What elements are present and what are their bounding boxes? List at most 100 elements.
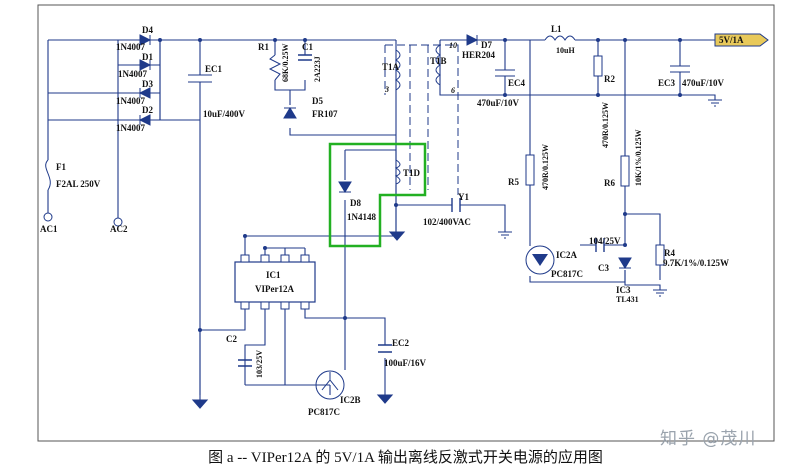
f1-value: F2AL 250V — [56, 179, 101, 189]
r6-resistor — [620, 155, 630, 187]
c3-value: 104/25V — [589, 236, 621, 246]
d2-label: D2 — [142, 105, 153, 115]
d5-label: D5 — [312, 96, 323, 106]
d2-part: 1N4007 — [116, 123, 145, 133]
ac1-label: AC1 — [40, 224, 58, 234]
ic1-fb — [284, 302, 305, 386]
transformer-outline — [384, 44, 459, 195]
r6-value: 10K/1%/0.125W — [634, 129, 643, 186]
aux-winding-highlight — [328, 142, 427, 248]
ic1-source — [200, 302, 246, 331]
ic2a-optocoupler — [525, 245, 555, 275]
snubber-wire — [274, 40, 306, 105]
d3-label: D3 — [142, 79, 153, 89]
ec3-label: EC3 — [658, 78, 676, 88]
f1-fuse — [45, 159, 51, 191]
d8-part: 1N4148 — [347, 212, 376, 222]
ac2-terminal[interactable] — [113, 217, 123, 227]
r1-resistor — [268, 54, 282, 81]
ic2a-part: PC817C — [551, 269, 583, 279]
ic2b-part: PC817C — [308, 407, 340, 417]
gnd-t1d — [388, 231, 406, 241]
d5-diode — [283, 107, 297, 119]
diagram-frame — [37, 4, 775, 442]
d1-part: 1N4007 — [118, 69, 147, 79]
ic1-label: IC1 — [266, 270, 281, 280]
transformer-core — [409, 45, 429, 190]
wires — [37, 4, 775, 442]
t1d-label: T1D — [403, 168, 421, 178]
snubber-to-drain — [289, 128, 396, 136]
y1-cap — [451, 198, 461, 212]
resistor-symbols — [268, 54, 665, 266]
ec3-value: 470uF/10V — [682, 78, 725, 88]
ic2a-led — [532, 254, 548, 266]
ac2-label: AC2 — [110, 224, 128, 234]
t1a-winding — [395, 49, 401, 91]
d4-diode — [139, 34, 152, 46]
r5-label: R5 — [508, 177, 519, 187]
d7-label: D7 — [481, 40, 492, 50]
gnd-left — [191, 399, 209, 409]
ic3-label: IC3 — [616, 285, 631, 295]
c2-value: 103/25V — [255, 350, 264, 378]
watermark: 知乎 @茂川 — [660, 429, 757, 449]
figure-caption: 图 a -- VIPer12A 的 5V/1A 输出离线反激式开关电源的应用图 — [208, 450, 603, 466]
r5-value: 470R/0.125W — [541, 144, 550, 190]
ic1-pins — [240, 254, 310, 310]
t1b-label: T1B — [430, 56, 447, 66]
l1-label: L1 — [551, 24, 562, 34]
gnd-ec2 — [376, 394, 394, 404]
d8-label: D8 — [350, 198, 361, 208]
ic1-vdd — [244, 302, 266, 385]
ic1-top-pins — [244, 236, 306, 262]
t1d-winding — [394, 159, 401, 185]
r4-resistor — [655, 244, 665, 266]
ground-symbols — [191, 99, 722, 409]
y1-wire — [396, 204, 506, 232]
ic2b-label: IC2B — [340, 395, 361, 405]
c3-label: C3 — [598, 263, 609, 273]
pin-10-label: 10 — [449, 41, 457, 50]
diode-symbols — [138, 34, 632, 269]
junction-dots — [158, 38, 682, 332]
t1b-winding — [435, 44, 441, 86]
r5-resistor — [525, 154, 535, 186]
output-tag — [714, 33, 769, 47]
ec4-label: EC4 — [508, 78, 526, 88]
ec2-value: 100uF/16V — [384, 358, 427, 368]
y1-value: 102/400VAC — [423, 217, 471, 227]
ic2a-label: IC2A — [556, 250, 578, 260]
ic2b-optocoupler — [315, 370, 345, 400]
d8-diode — [338, 181, 352, 193]
r2-value: 470R/0.125W — [601, 102, 610, 148]
c2-label: C2 — [226, 334, 237, 344]
r2-resistor — [593, 55, 603, 77]
ec1-value: 10uF/400V — [203, 109, 246, 119]
d3-part: 1N4007 — [116, 96, 145, 106]
d3-diode — [138, 87, 151, 99]
c2-cap — [238, 359, 252, 367]
d7-diode — [466, 34, 479, 46]
output-label: 5V/1A — [719, 35, 744, 45]
gnd-y1 — [498, 231, 512, 239]
capacitor-symbols — [238, 54, 605, 367]
t1d-bottom — [395, 185, 420, 232]
component-labels: D4 1N4007 D1 1N4007 D3 1N4007 D2 1N4007 … — [40, 24, 744, 417]
ac1-terminal[interactable] — [43, 212, 53, 222]
r6-label: R6 — [604, 178, 615, 188]
y1-label: Y1 — [458, 192, 469, 202]
c1-cap — [298, 54, 312, 61]
t1d-top — [345, 149, 397, 160]
d2-diode — [138, 114, 151, 126]
r4-value: 9.7K/1%/0.125W — [663, 258, 729, 268]
ec1-wire — [188, 40, 212, 395]
l1-value: 10uH — [556, 46, 575, 55]
d4-label: D4 — [142, 25, 153, 35]
d4-part: 1N4007 — [116, 42, 145, 52]
pin-3-label: 3 — [384, 85, 389, 94]
ec2-label: EC2 — [392, 338, 410, 348]
ic2b-transistor — [321, 372, 339, 391]
